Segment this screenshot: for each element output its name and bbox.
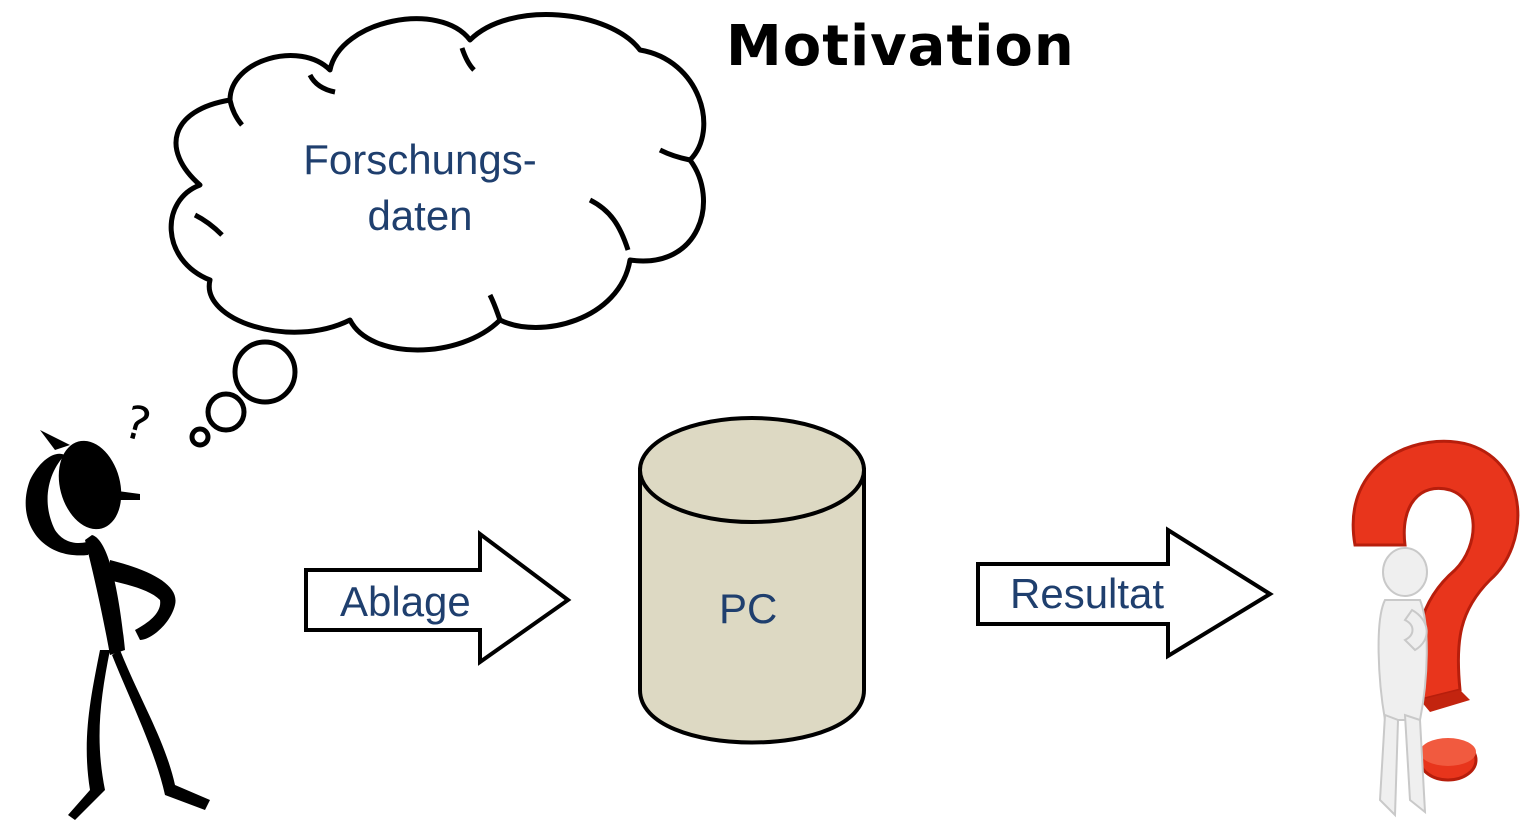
slide-title: Motivation: [726, 14, 1075, 79]
arrow-ablage: [304, 530, 572, 666]
cloud-text-line-2: daten: [367, 192, 473, 239]
thought-bubbles: [189, 339, 298, 448]
database-label: PC: [719, 585, 778, 632]
database-cylinder: [638, 416, 866, 745]
thinking-person-figure: [25, 430, 210, 820]
small-question-mark: ?: [119, 394, 157, 452]
arrow-resultat-label: Resultat: [1010, 570, 1165, 617]
arrow-resultat: [976, 526, 1274, 660]
arrow-ablage-label: Ablage: [340, 578, 471, 625]
thought-cloud: [168, 12, 707, 353]
question-mark-figure: [1351, 439, 1520, 818]
cloud-text-line-1: Forschungs-: [303, 136, 537, 183]
cloud-text: Forschungs- daten: [240, 132, 600, 244]
